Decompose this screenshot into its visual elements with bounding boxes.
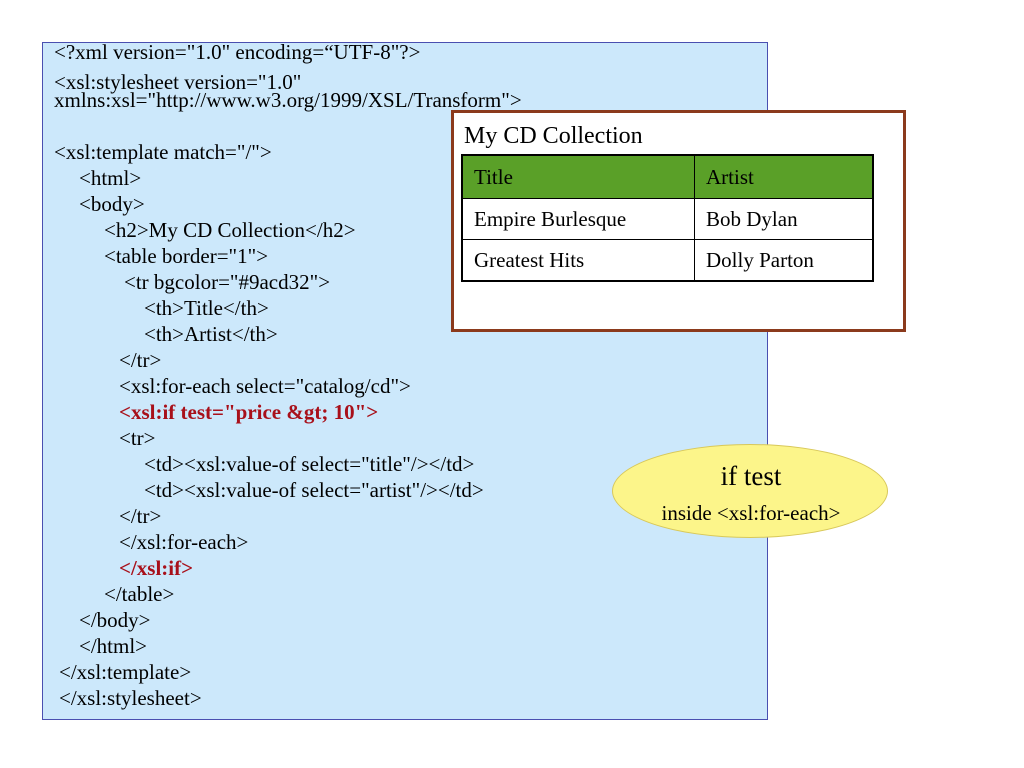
code-line-th-title: <th>Title</th> xyxy=(144,296,269,320)
code-line-stylesheet-close: </xsl:stylesheet> xyxy=(59,686,202,710)
code-line-table-close: </table> xyxy=(104,582,175,606)
code-line-for-each-open: <xsl:for-each select="catalog/cd"> xyxy=(119,374,411,398)
result-heading: My CD Collection xyxy=(464,123,643,149)
code-line-if-close: </xsl:if> xyxy=(119,556,194,580)
code-line-tr-header-open: <tr bgcolor="#9acd32"> xyxy=(124,270,331,294)
code-line-tr-header-close: </tr> xyxy=(119,348,162,372)
code-line-body-close: </body> xyxy=(79,608,151,632)
code-line-th-artist: <th>Artist</th> xyxy=(144,322,278,346)
table-cell-title: Empire Burlesque xyxy=(474,207,627,231)
table-divider xyxy=(463,198,872,199)
code-line-table-open: <table border="1"> xyxy=(104,244,269,268)
code-line-td-title: <td><xsl:value-of select="title"/></td> xyxy=(144,452,475,476)
if-test-callout: if test inside <xsl:for-each> xyxy=(612,444,888,538)
table-header-artist: Artist xyxy=(695,156,872,198)
code-line-h2: <h2>My CD Collection</h2> xyxy=(104,218,356,242)
code-line-namespace: xmlns:xsl="http://www.w3.org/1999/XSL/Tr… xyxy=(54,88,522,112)
table-cell-artist: Dolly Parton xyxy=(706,248,814,272)
table-column-divider xyxy=(694,156,695,280)
table-header-title: Title xyxy=(463,156,694,198)
callout-heading: if test xyxy=(720,461,782,491)
code-line-xml-declaration: <?xml version="1.0" encoding=“UTF-8"?> xyxy=(54,40,421,64)
code-line-for-each-close: </xsl:for-each> xyxy=(119,530,249,554)
cd-table: Title Artist Empire Burlesque Bob Dylan … xyxy=(461,154,874,282)
code-line-tr-row-close: </tr> xyxy=(119,504,162,528)
code-line-tr-row-open: <tr> xyxy=(119,426,156,450)
rendered-output-panel: My CD Collection Title Artist Empire Bur… xyxy=(451,110,906,332)
table-cell-title: Greatest Hits xyxy=(474,248,585,272)
code-line-template-open: <xsl:template match="/"> xyxy=(54,140,272,164)
code-line-html-open: <html> xyxy=(79,166,142,190)
code-line-body-open: <body> xyxy=(79,192,145,216)
code-line-stylesheet-open: <xsl:stylesheet version="1.0" xyxy=(54,70,302,94)
code-line-if-open: <xsl:if test="price &gt; 10"> xyxy=(119,400,379,424)
code-line-td-artist: <td><xsl:value-of select="artist"/></td> xyxy=(144,478,484,502)
code-line-template-close: </xsl:template> xyxy=(59,660,192,684)
table-cell-artist: Bob Dylan xyxy=(706,207,798,231)
table-divider xyxy=(463,239,872,240)
callout-subtext: inside <xsl:for-each> xyxy=(661,501,841,525)
code-line-html-close: </html> xyxy=(79,634,148,658)
